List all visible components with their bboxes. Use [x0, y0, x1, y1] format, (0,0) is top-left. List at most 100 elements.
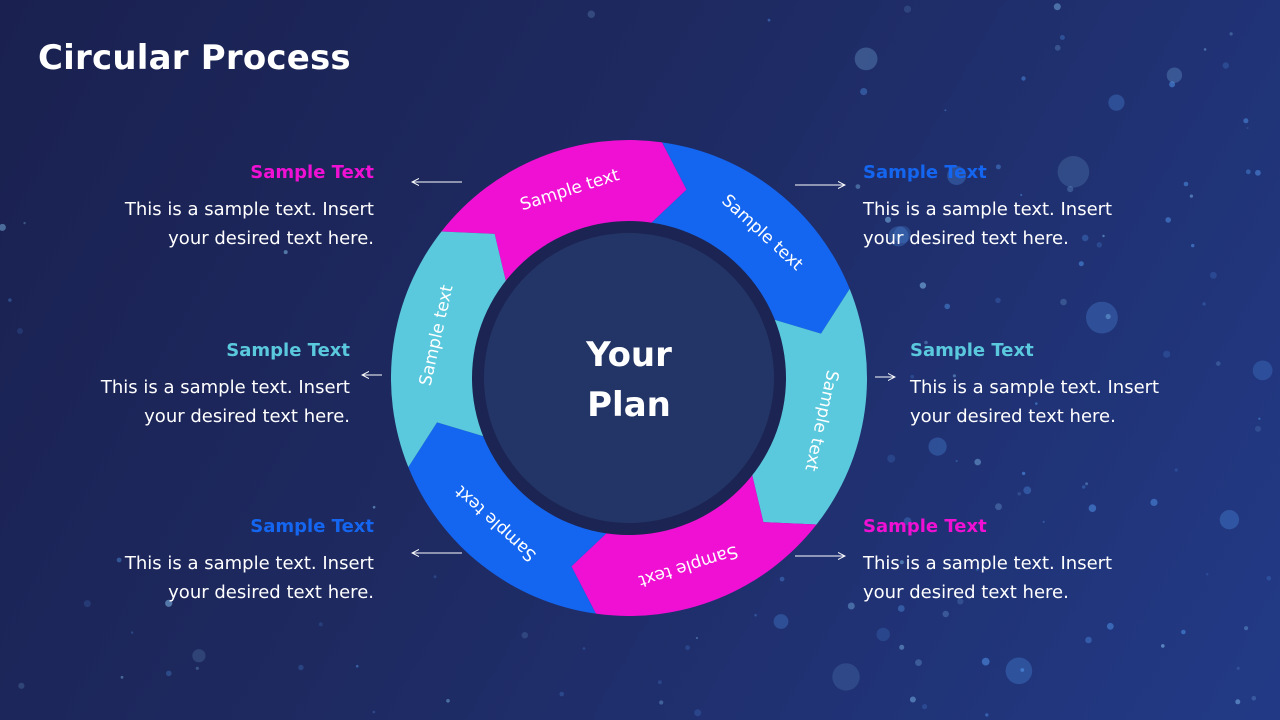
bokeh-dot	[995, 297, 1001, 303]
bokeh-dot	[888, 226, 909, 247]
bokeh-dot	[1222, 62, 1230, 69]
bokeh-dot	[17, 328, 23, 334]
callout-bottom-right: Sample Text This is a sample text. Inser…	[863, 516, 1163, 607]
bokeh-dot	[854, 47, 878, 71]
callout-heading: Sample Text	[250, 516, 374, 537]
bokeh-dot	[1163, 350, 1171, 358]
bokeh-dot	[995, 164, 1001, 170]
bokeh-dot	[955, 459, 958, 463]
bokeh-dot	[195, 666, 199, 670]
bokeh-dot	[116, 557, 122, 563]
bokeh-dot	[1166, 67, 1183, 83]
bokeh-dot	[659, 700, 664, 705]
bokeh-dot	[909, 696, 916, 703]
bokeh-dot	[860, 88, 868, 96]
callout-body-line: This is a sample text. Insert	[100, 377, 350, 398]
bokeh-dot	[1082, 485, 1086, 489]
bokeh-dot	[899, 560, 904, 565]
bokeh-dot	[1035, 402, 1038, 405]
bokeh-dot	[1017, 492, 1021, 496]
callout-body: This is a sample text. Insert your desir…	[910, 373, 1210, 431]
bokeh-dot	[1189, 194, 1193, 198]
callout-heading: Sample Text	[863, 162, 987, 183]
bokeh-dot	[767, 18, 771, 22]
bokeh-dot	[298, 664, 304, 671]
bokeh-dot	[1059, 35, 1065, 40]
bokeh-dot	[915, 659, 922, 666]
callout-body: This is a sample text. Insert your desir…	[50, 373, 350, 431]
callout-body-line: This is a sample text. Insert	[863, 553, 1113, 574]
bokeh-dot	[944, 109, 947, 112]
bokeh-dot	[1106, 622, 1114, 630]
bokeh-dot	[887, 454, 896, 463]
callout-top-left: Sample Text This is a sample text. Inser…	[74, 162, 374, 253]
bokeh-dot	[1096, 242, 1103, 248]
bokeh-dot	[1266, 576, 1272, 581]
callout-body-line: your desired text here.	[863, 582, 1069, 603]
bokeh-dot	[975, 567, 979, 571]
bokeh-dot	[1255, 169, 1261, 176]
bokeh-dot	[899, 644, 905, 650]
bokeh-dot	[1255, 425, 1261, 432]
bokeh-dot	[695, 636, 699, 640]
ring-segment	[408, 422, 608, 614]
callout-body-line: This is a sample text. Insert	[124, 553, 374, 574]
bokeh-dot	[1078, 261, 1084, 267]
callout-body-line: This is a sample text. Insert	[863, 199, 1113, 220]
ring-segment	[390, 231, 507, 468]
bokeh-dot	[1252, 360, 1273, 381]
bokeh-dot	[1203, 48, 1207, 51]
bokeh-dot	[876, 627, 890, 642]
bokeh-dot	[318, 622, 323, 627]
bokeh-dot	[372, 710, 376, 714]
bokeh-dot	[779, 576, 785, 582]
bokeh-dot	[1021, 471, 1026, 476]
bokeh-dot	[1236, 666, 1240, 670]
bokeh-dot	[120, 675, 124, 679]
center-title-line2: Plan	[587, 385, 671, 425]
bokeh-dot	[1020, 668, 1025, 672]
bokeh-dot	[947, 166, 967, 185]
ring-segment	[650, 142, 850, 334]
callout-body-line: your desired text here.	[863, 228, 1069, 249]
bokeh-dot	[773, 614, 789, 629]
bokeh-dot	[582, 647, 586, 650]
bokeh-dot	[974, 458, 981, 466]
bokeh-dot	[559, 691, 564, 697]
bokeh-dot	[1150, 498, 1158, 506]
bokeh-dot	[944, 303, 950, 310]
bokeh-dot	[1245, 169, 1251, 175]
bokeh-dot	[981, 657, 990, 666]
bokeh-dot	[1210, 271, 1217, 279]
callout-body-line: your desired text here.	[168, 582, 374, 603]
bokeh-dot	[521, 632, 528, 639]
bokeh-dot	[130, 631, 134, 634]
bokeh-dot	[1102, 234, 1105, 238]
callout-body-line: your desired text here.	[144, 406, 350, 427]
callout-heading: Sample Text	[863, 516, 987, 537]
bokeh-dot	[446, 699, 450, 703]
bokeh-dot	[903, 517, 912, 526]
bokeh-dot	[832, 663, 860, 691]
bokeh-dot	[1023, 486, 1032, 495]
slide-title: Circular Process	[38, 38, 351, 78]
center-disc	[484, 233, 774, 523]
bokeh-dot	[1067, 186, 1074, 193]
bokeh-dot	[1020, 194, 1023, 196]
bokeh-dot	[192, 649, 206, 663]
bokeh-dot	[885, 216, 891, 223]
bokeh-dot	[855, 184, 861, 190]
bokeh-dot	[1085, 482, 1089, 486]
bokeh-dot	[1161, 644, 1165, 648]
bokeh-dot	[372, 505, 376, 509]
bokeh-dot	[1246, 127, 1249, 129]
bokeh-dot	[1057, 156, 1090, 188]
bokeh-dot	[897, 605, 905, 612]
bokeh-dot	[1086, 301, 1118, 334]
bokeh-dot	[1251, 696, 1257, 701]
bokeh-dot	[166, 670, 172, 677]
bokeh-dot	[893, 225, 912, 244]
bokeh-dot	[928, 437, 947, 456]
bokeh-dot	[0, 223, 6, 231]
bokeh-dot	[942, 610, 949, 618]
